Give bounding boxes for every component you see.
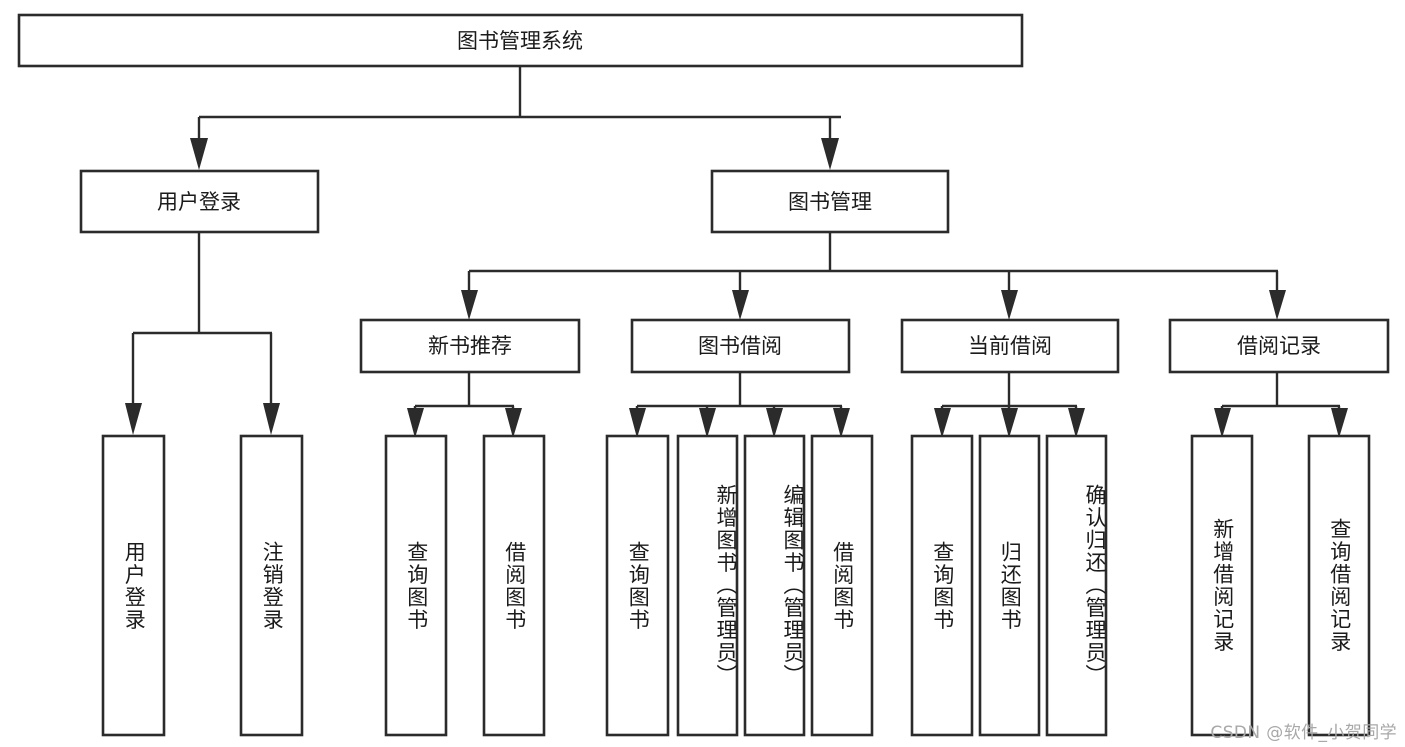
node-box-leaf-9[interactable]: [978, 434, 1041, 737]
connector-layer: [125, 66, 1348, 438]
arrow-head-leaf-borrow-book-1: [505, 408, 522, 438]
node-label-book-mgmt: 图书管理: [788, 190, 872, 214]
arrow-head-leaf-user-login: [125, 403, 142, 435]
node-box-current-borrow[interactable]: [900, 318, 1120, 374]
node-box-leaf-11[interactable]: [1190, 434, 1254, 737]
node-box-leaf-3[interactable]: [482, 434, 546, 737]
arrow-head-borrow: [732, 290, 749, 320]
arrow-head-leaf-edit-book: [766, 408, 783, 438]
node-box-leaf-0[interactable]: [101, 434, 166, 737]
node-box-leaf-5[interactable]: [676, 434, 739, 737]
arrow-head-leaf-query-book-3: [934, 408, 951, 438]
node-box-borrow-records[interactable]: [1168, 318, 1390, 374]
node-label-book-borrow: 图书借阅: [698, 334, 782, 358]
node-box-leaf-10[interactable]: [1045, 434, 1108, 737]
node-box-new-book-rec[interactable]: [359, 318, 581, 374]
node-box-leaf-4[interactable]: [605, 434, 670, 737]
node-box-book-borrow[interactable]: [630, 318, 851, 374]
arrow-head-records: [1269, 290, 1286, 320]
node-label-user-login: 用户登录: [157, 190, 241, 214]
node-box-leaf-2[interactable]: [384, 434, 448, 737]
arrow-head-book-mgmt: [821, 138, 839, 170]
arrow-head-leaf-add-book: [699, 408, 716, 438]
arrow-head-leaf-query-book-2: [629, 408, 646, 438]
arrow-head-leaf-query-record: [1331, 408, 1348, 438]
arrow-head-leaf-logout: [263, 403, 280, 435]
node-box-leaf-7[interactable]: [810, 434, 874, 737]
node-box-user-login[interactable]: [79, 169, 320, 234]
arrow-head-leaf-return-book: [1001, 408, 1018, 438]
arrow-head-leaf-query-book-1: [407, 408, 424, 438]
node-label-new-book-rec: 新书推荐: [428, 334, 512, 358]
csdn-watermark: CSDN @软件_小贺同学: [1210, 723, 1397, 743]
node-box-leaf-12[interactable]: [1307, 434, 1371, 737]
node-box-leaf-1[interactable]: [239, 434, 304, 737]
node-label-current-borrow: 当前借阅: [968, 334, 1052, 358]
arrow-head-leaf-confirm-return: [1068, 408, 1085, 438]
node-label-borrow-records: 借阅记录: [1237, 334, 1321, 358]
node-label-root: 图书管理系统: [457, 29, 583, 53]
node-box-leaf-6[interactable]: [743, 434, 806, 737]
node-box-leaf-8[interactable]: [910, 434, 974, 737]
node-box-book-mgmt[interactable]: [710, 169, 950, 234]
arrow-head-leaf-borrow-book-2: [833, 408, 850, 438]
arrow-head-new-book: [461, 290, 478, 320]
arrow-head-user-login: [190, 138, 208, 170]
node-layer: 图书管理系统 用户登录 图书管理 新书推荐 图书借阅 当前借阅 借阅记录: [17, 13, 1390, 737]
arrow-head-current: [1001, 290, 1018, 320]
node-box-root[interactable]: [17, 13, 1024, 68]
arrow-head-leaf-add-record: [1214, 408, 1231, 438]
